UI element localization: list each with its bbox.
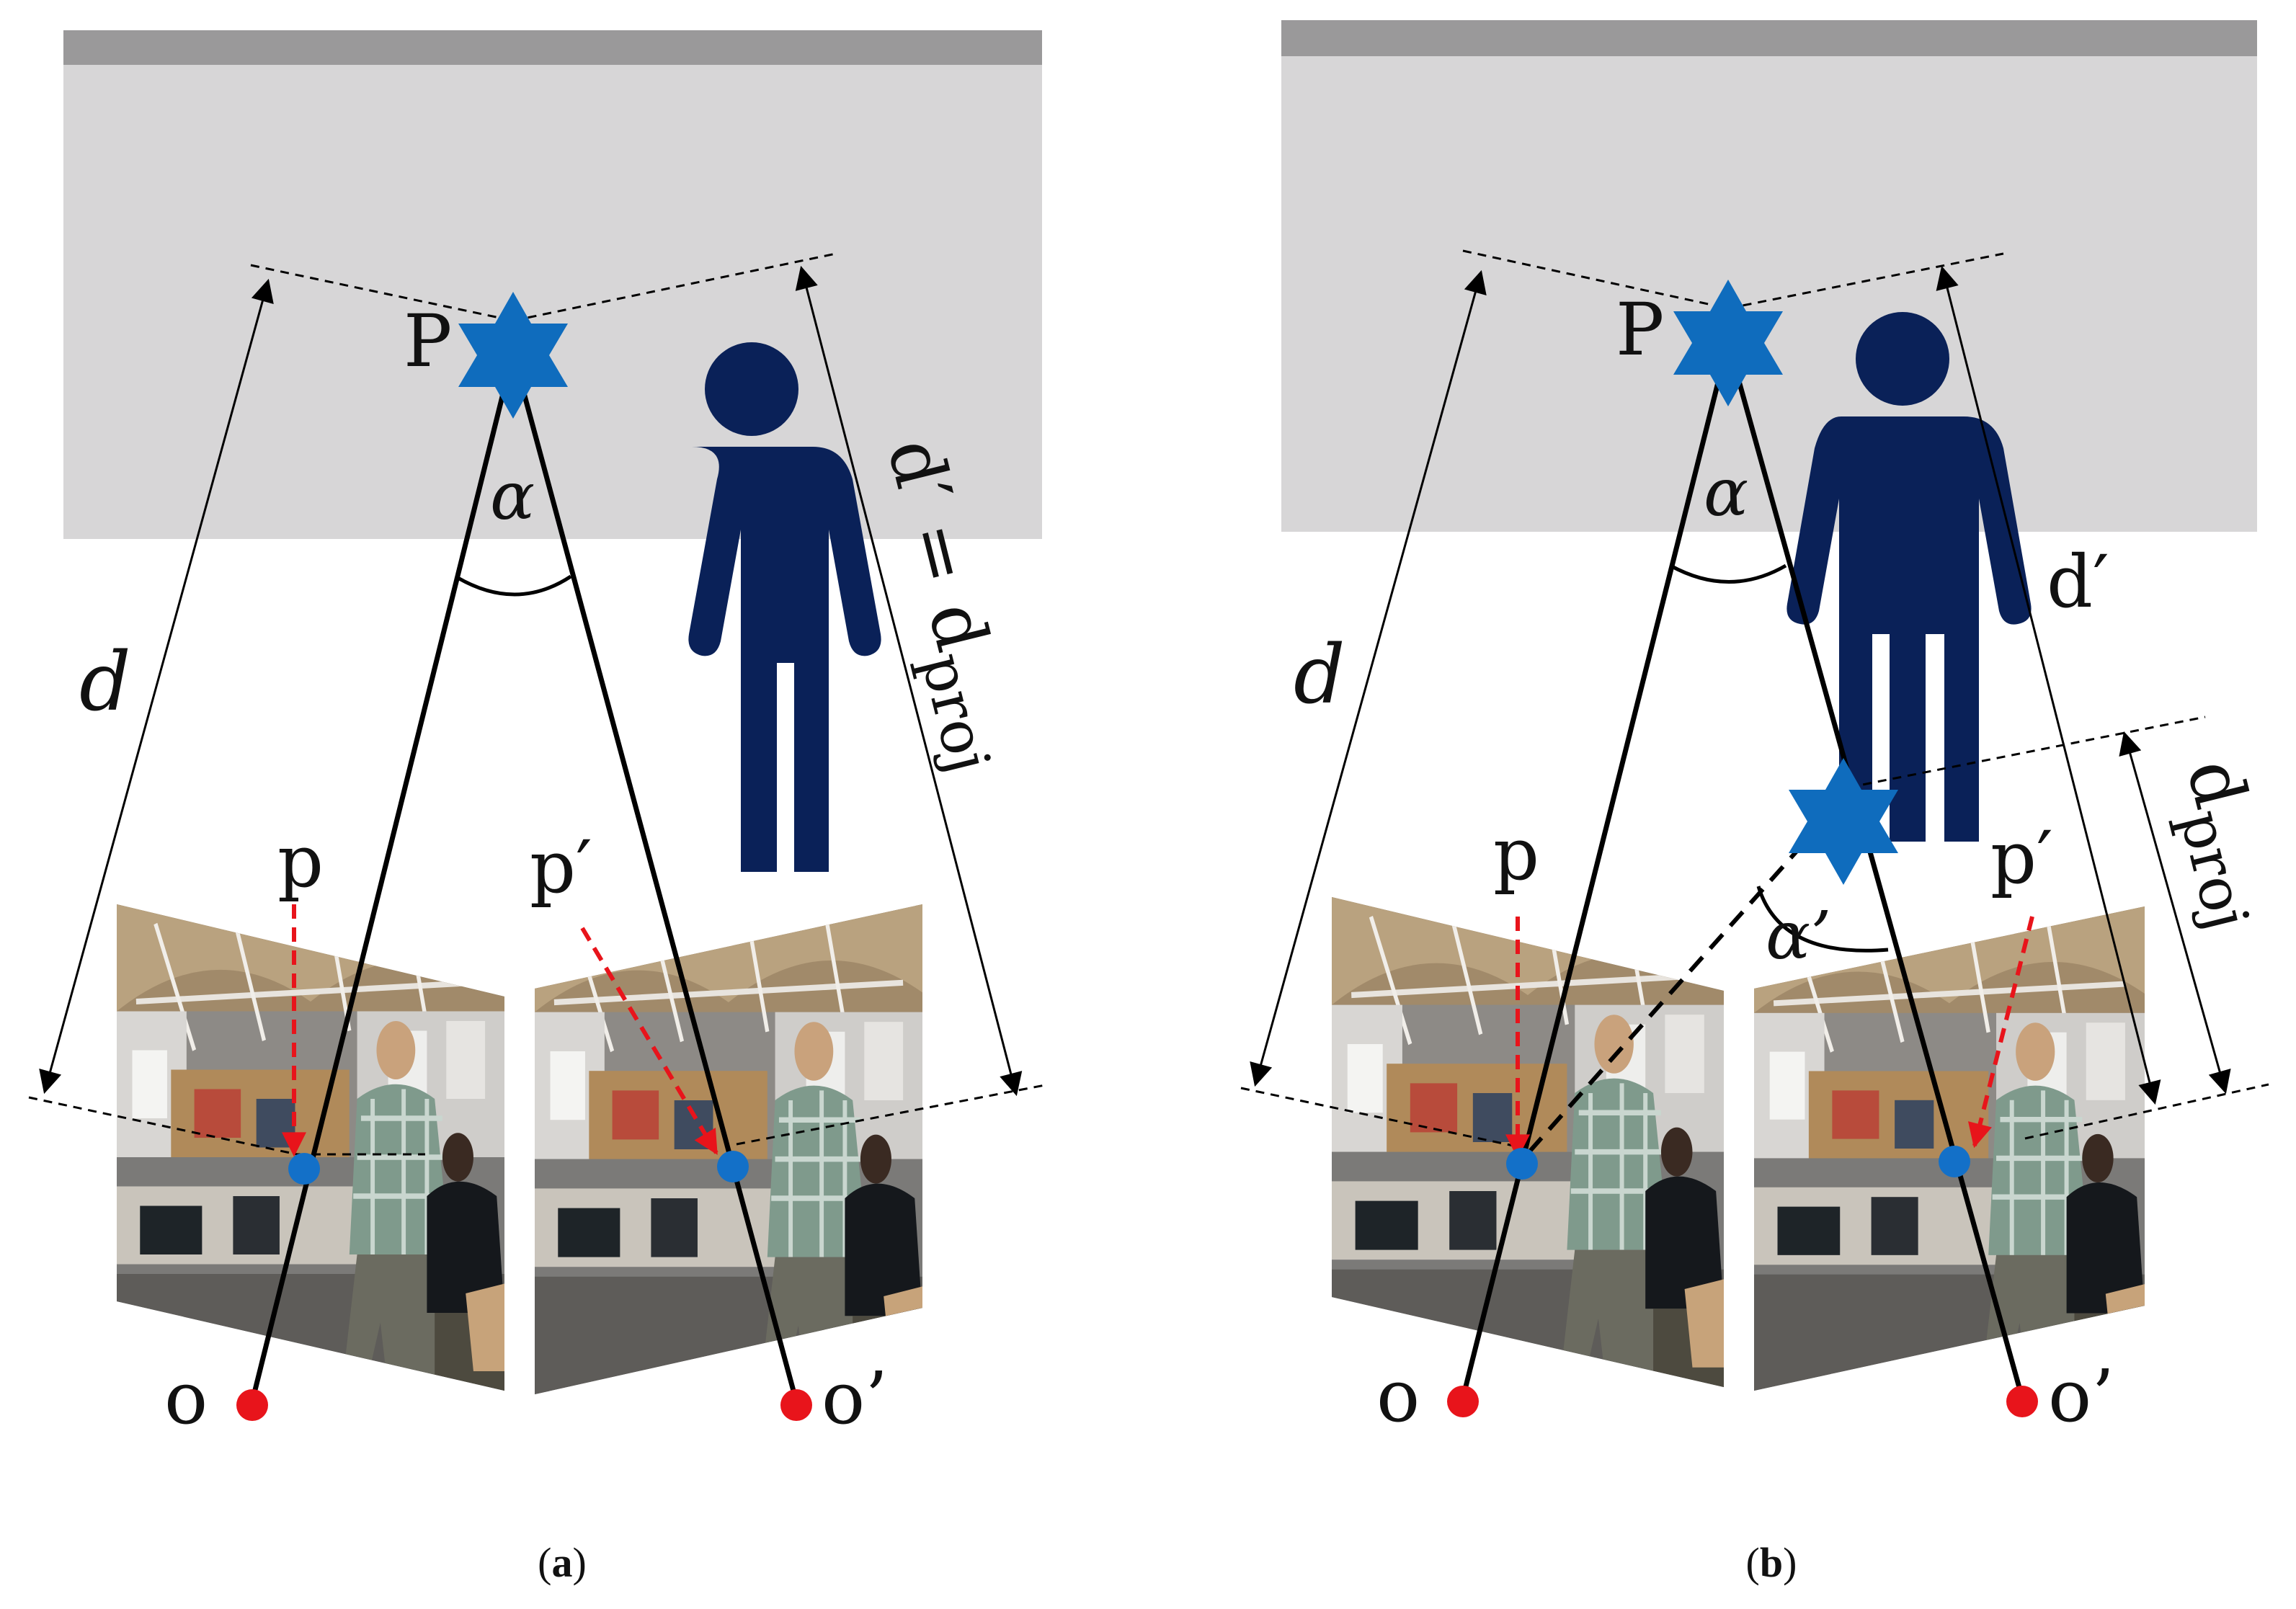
six-pointed-star-icon	[1673, 280, 1783, 406]
camera-center-o-b	[1447, 1386, 1479, 1417]
label-distance-dprime-b: d′	[2047, 540, 2109, 624]
label-distance-dproj-b: dproj	[2155, 752, 2292, 937]
label-angle-alpha-prime-b: α’	[1766, 897, 1831, 974]
projection-arrow-right-a	[580, 927, 718, 1155]
label-image-point-p-a: p	[277, 819, 324, 904]
label-angle-alpha-b: α	[1704, 454, 1748, 531]
label-image-point-pprime-a: p′	[530, 825, 592, 909]
label-camera-oprime-b: o’	[2048, 1354, 2114, 1438]
panel-a: P α d d′ = dproj p p′ o o’ (a)	[28, 30, 1049, 1586]
ray-oprime-to-P-a	[510, 352, 799, 1402]
wall-top-a	[63, 30, 1042, 66]
label-point-P-b: P	[1616, 288, 1664, 372]
camera-center-oprime-a	[780, 1389, 812, 1421]
angle-arc-b	[1669, 563, 1787, 584]
caption-a: (a)	[538, 1539, 587, 1586]
ray-oprime-to-P-b	[1725, 342, 2025, 1399]
ray-o-to-P-b	[1460, 342, 1731, 1399]
caption-b: (b)	[1746, 1539, 1797, 1586]
angle-arc-a	[454, 574, 572, 597]
camera-image-left-a	[117, 904, 504, 1391]
label-angle-alpha-a: α	[490, 458, 535, 535]
projection-arrow-right-b	[1967, 916, 2034, 1149]
label-distance-d-b: d	[1294, 628, 1345, 722]
image-point-pprime-b	[1939, 1146, 1970, 1177]
image-point-p-a	[288, 1153, 320, 1185]
label-image-point-pprime-b: p′	[1990, 816, 2053, 900]
six-pointed-star-icon	[458, 292, 568, 419]
label-camera-o-b: o	[1376, 1354, 1420, 1438]
distance-arrow-d-b	[1250, 269, 1487, 1087]
wall-top-b	[1281, 20, 2257, 58]
distance-arrow-dprime-a	[795, 265, 1023, 1097]
label-distance-d-a: d	[79, 636, 131, 729]
distance-arrow-d-a	[39, 278, 274, 1095]
panel-b: P α α’ d d′ dproj p p′ o o’ (b)	[1240, 20, 2292, 1586]
ray-o-to-P-a	[249, 352, 516, 1402]
svg-text:dproj: dproj	[2155, 752, 2292, 937]
label-image-point-p-b: p	[1493, 812, 1539, 896]
camera-center-o-a	[236, 1389, 268, 1421]
image-point-p-b	[1506, 1148, 1538, 1180]
distance-arrow-dproj-b	[2119, 731, 2231, 1095]
camera-center-oprime-b	[2006, 1386, 2038, 1417]
label-point-P-a: P	[404, 299, 452, 383]
six-pointed-star-icon	[1789, 758, 1898, 885]
image-point-pprime-a	[717, 1151, 749, 1182]
label-camera-o-a: o	[164, 1356, 208, 1440]
label-camera-oprime-a: o’	[822, 1356, 888, 1440]
angle-arc-alpha-prime-b	[1756, 886, 1889, 953]
person-silhouette-icon	[688, 342, 881, 872]
